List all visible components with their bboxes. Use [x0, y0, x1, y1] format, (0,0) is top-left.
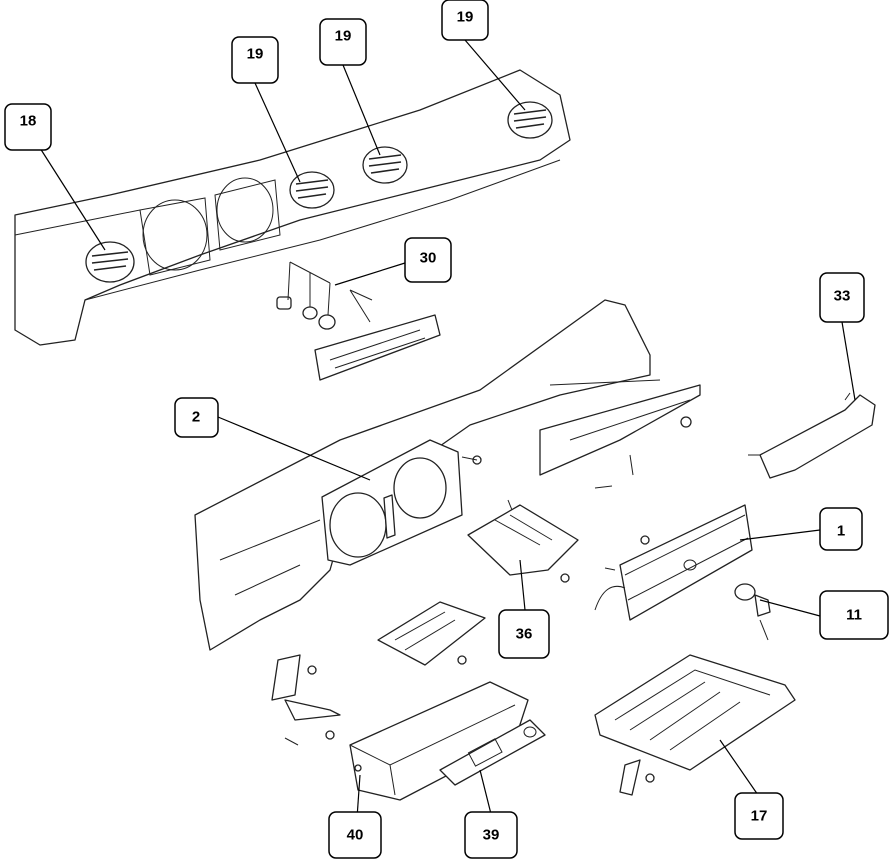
callout-11-label: 11	[846, 607, 862, 624]
callout-11: 11	[819, 590, 889, 640]
callout-18-label: 18	[20, 113, 37, 130]
air-vent-19-right	[507, 101, 553, 139]
glovebox-upper-panel	[539, 384, 701, 489]
callout-18: 18	[4, 103, 52, 151]
callout-19-left-label: 19	[247, 46, 264, 63]
callout-19-center: 19	[319, 18, 367, 66]
callout-19-right: 19	[441, 0, 489, 41]
callout-19-left: 19	[231, 36, 279, 84]
callout-19-right-label: 19	[457, 9, 474, 26]
callout-1: 1	[819, 507, 863, 551]
callout-30-label: 30	[420, 250, 437, 267]
lower-dashboard	[194, 299, 661, 651]
callout-39: 39	[464, 811, 518, 859]
callout-17: 17	[734, 792, 784, 840]
cluster-bezel-2	[321, 439, 482, 566]
callout-36-label: 36	[516, 626, 533, 643]
air-vent-18	[85, 241, 135, 283]
faceplate-39	[439, 719, 546, 786]
tray-17	[594, 654, 796, 796]
callout-40-label: 40	[347, 827, 364, 844]
side-brackets	[271, 654, 341, 746]
callout-2-label: 2	[192, 409, 200, 426]
grab-handle-33	[748, 392, 876, 479]
leader-lines	[39, 39, 856, 819]
callout-36: 36	[498, 609, 550, 659]
callout-17-label: 17	[751, 808, 768, 825]
mounting-plate	[377, 601, 486, 666]
callout-33: 33	[819, 272, 865, 323]
bracket-36	[467, 499, 579, 583]
switch-panel-30	[276, 261, 441, 381]
callout-40: 40	[328, 811, 382, 859]
air-vent-19-left	[289, 171, 335, 209]
glovebox-lock-11	[734, 583, 771, 641]
upper-dashboard	[14, 69, 571, 346]
callout-1-label: 1	[837, 523, 845, 540]
air-vent-19-center	[362, 146, 408, 184]
glovebox-lid-1	[594, 504, 753, 621]
callout-39-label: 39	[483, 827, 500, 844]
callout-2: 2	[174, 397, 219, 438]
callout-19-center-label: 19	[335, 28, 352, 45]
callout-33-label: 33	[834, 288, 851, 305]
callout-30: 30	[404, 237, 452, 283]
